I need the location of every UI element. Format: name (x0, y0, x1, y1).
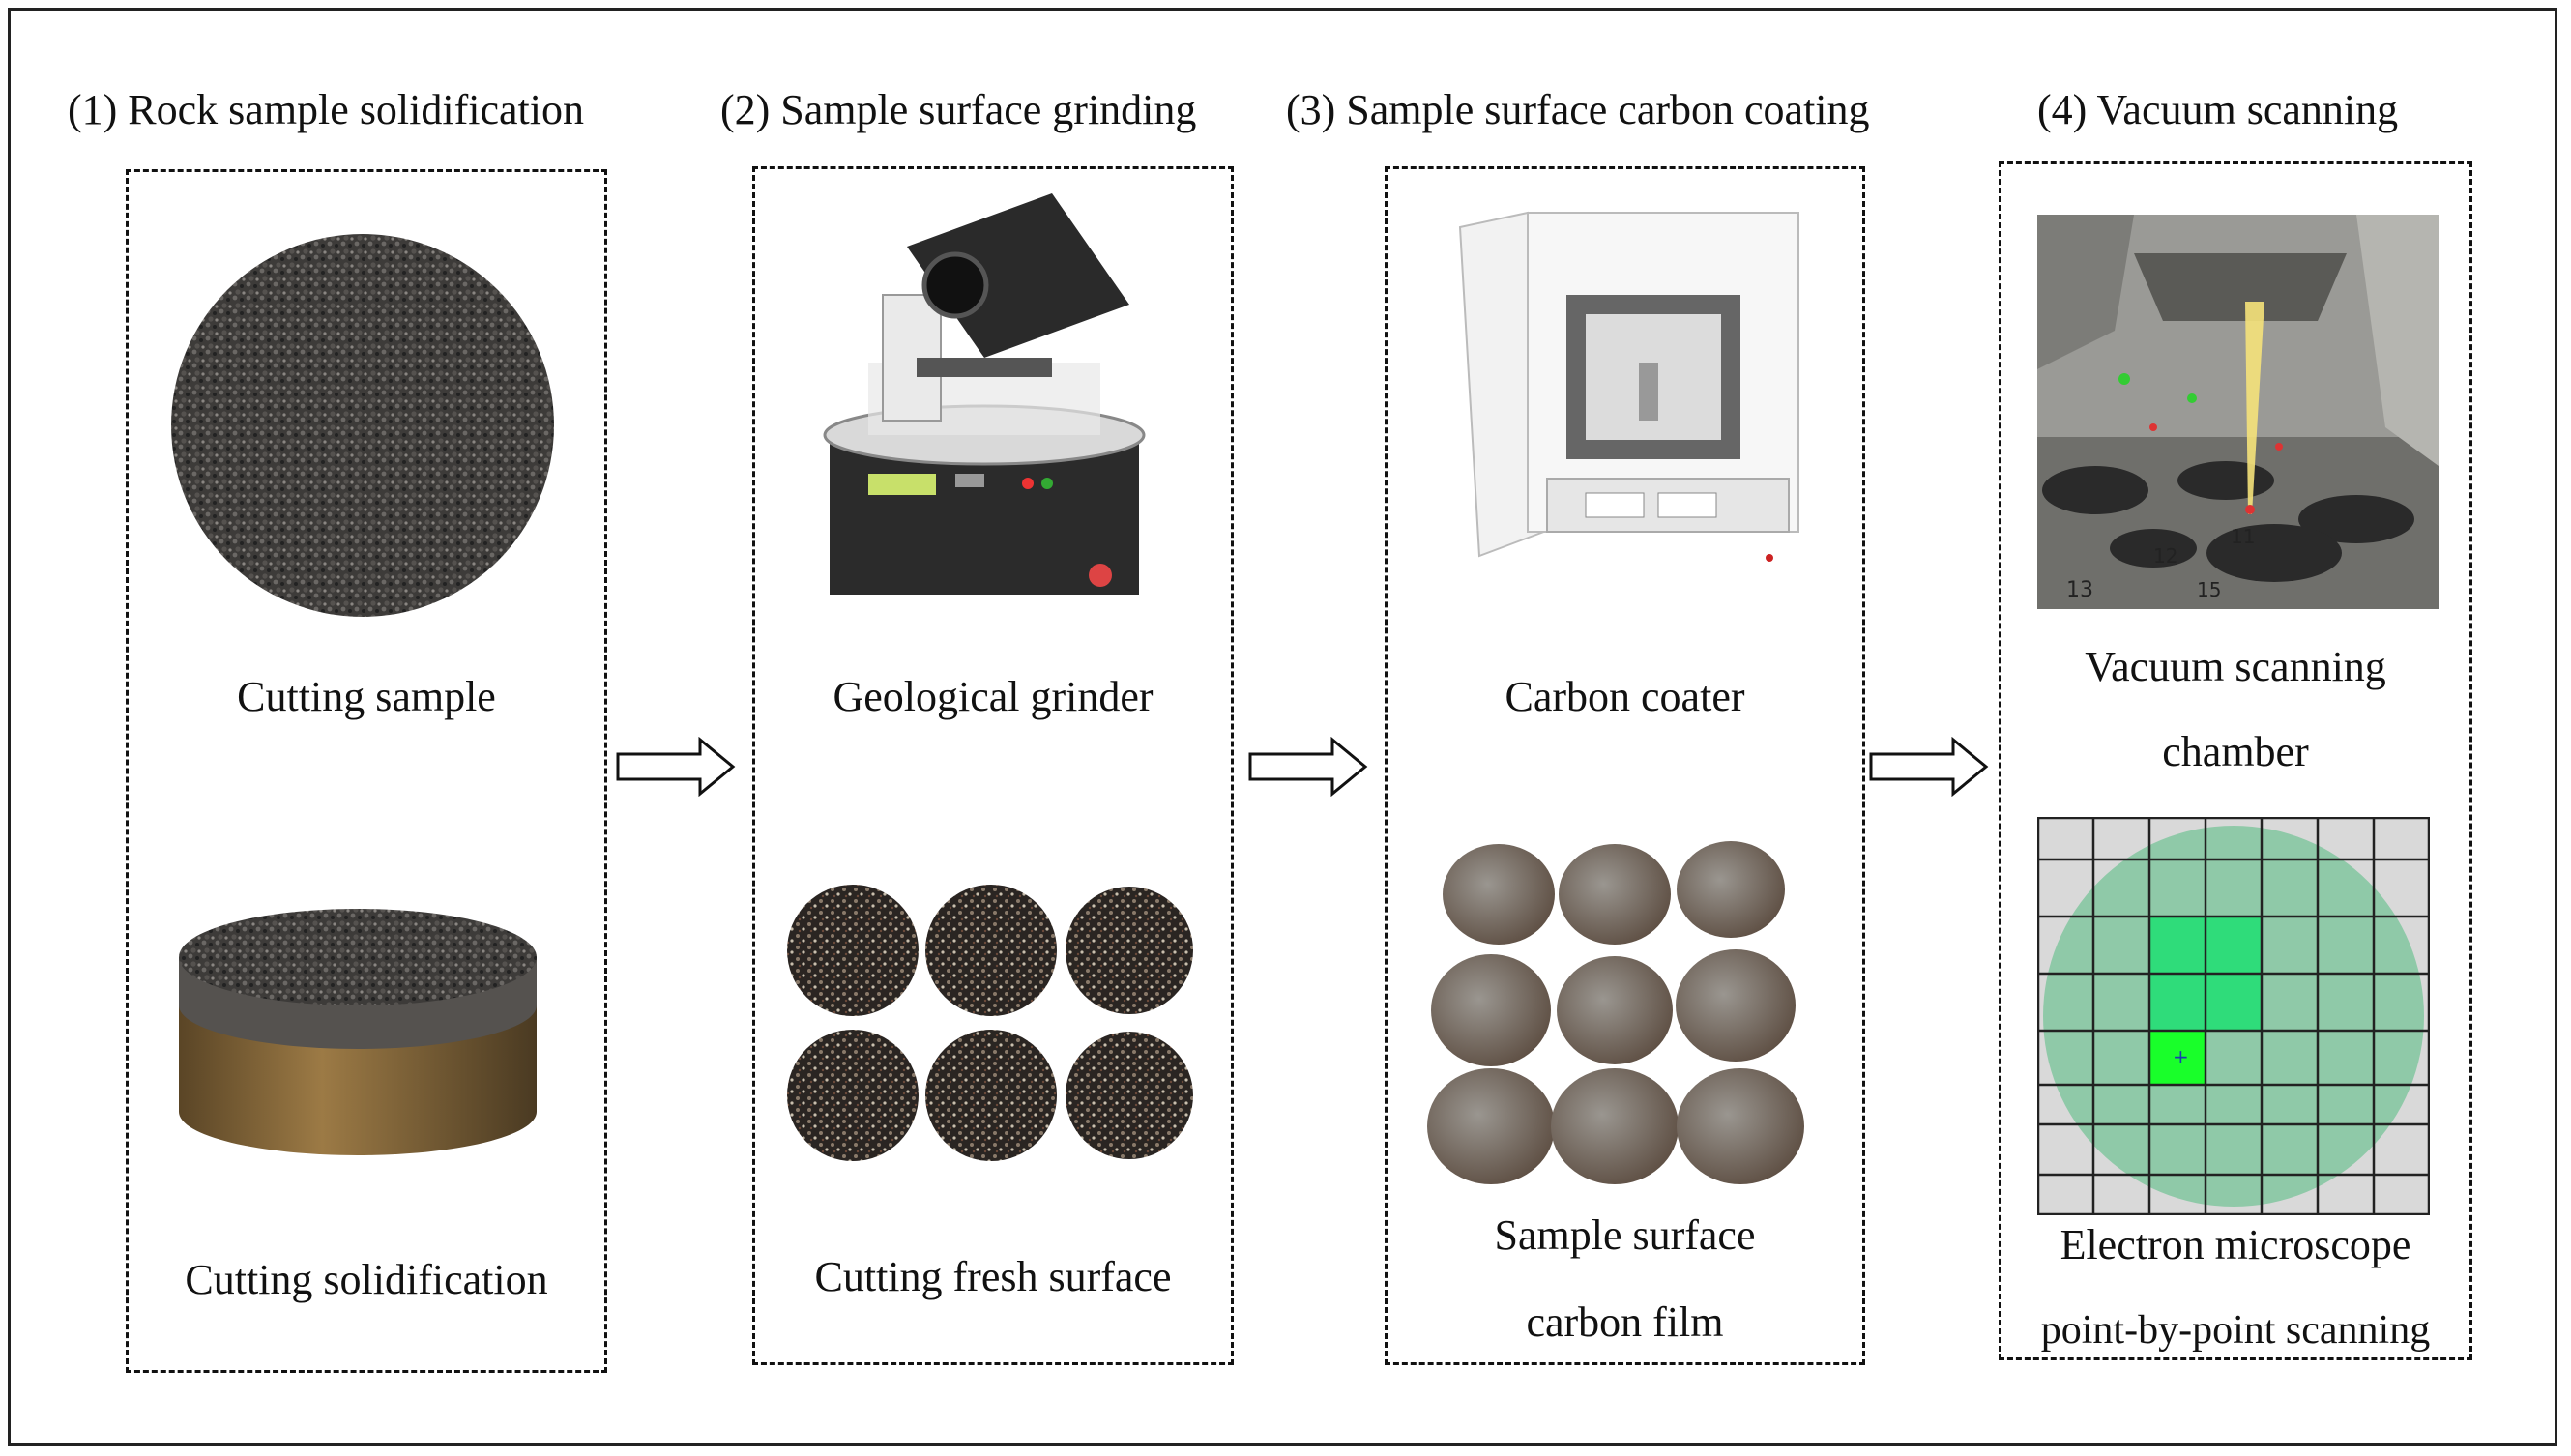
vacuum-chamber-image: 12 11 13 15 (2037, 215, 2439, 609)
chamber-label-11: 11 (2231, 525, 2255, 548)
caption-carbon-coater: Carbon coater (1505, 673, 1745, 720)
step-1-title: (1) Rock sample solidification (68, 86, 584, 133)
step-3-title: (3) Sample surface carbon coating (1286, 86, 1870, 133)
geological-grinder-image (823, 193, 1146, 595)
svg-text:+: + (2173, 1045, 2189, 1068)
cutting-solidification-image (179, 909, 537, 1155)
chamber-label-13: 13 (2066, 578, 2093, 602)
caption-geological-grinder: Geological grinder (833, 673, 1154, 720)
caption-chamber-line2: chamber (2162, 728, 2309, 775)
panel-step-3 (1385, 166, 1865, 1365)
panel-step-2 (752, 166, 1234, 1365)
fresh-surface-samples-image (787, 885, 1193, 1161)
point-scanning-grid-image: + (2037, 817, 2430, 1215)
caption-point-by-point-line2: point-by-point scanning (2040, 1308, 2431, 1353)
carbon-coater-image (1458, 211, 1799, 562)
caption-cutting-solidification: Cutting solidification (185, 1256, 548, 1303)
chamber-label-15: 15 (2197, 578, 2221, 601)
step-4-title: (4) Vacuum scanning (2037, 86, 2399, 133)
caption-cutting-sample: Cutting sample (237, 673, 496, 720)
figure-frame (8, 8, 2557, 1446)
panel-step-4 (1999, 161, 2472, 1360)
arrow-2-to-3-icon (1248, 737, 1368, 797)
caption-carbon-film-line2: carbon film (1526, 1298, 1724, 1346)
carbon-film-samples-image (1427, 841, 1804, 1184)
caption-vacuum-scanning-line1: Vacuum scanning (2085, 643, 2386, 690)
panel-step-1 (126, 169, 607, 1373)
caption-electron-microscope-line1: Electron microscope (2060, 1221, 2411, 1268)
caption-sample-surface-line1: Sample surface (1494, 1211, 1756, 1259)
arrow-3-to-4-icon (1869, 737, 1989, 797)
step-2-title: (2) Sample surface grinding (720, 86, 1197, 133)
caption-cutting-fresh-surface: Cutting fresh surface (814, 1253, 1172, 1300)
chamber-label-12: 12 (2153, 544, 2177, 568)
cutting-sample-image (171, 234, 554, 617)
arrow-1-to-2-icon (616, 737, 736, 797)
